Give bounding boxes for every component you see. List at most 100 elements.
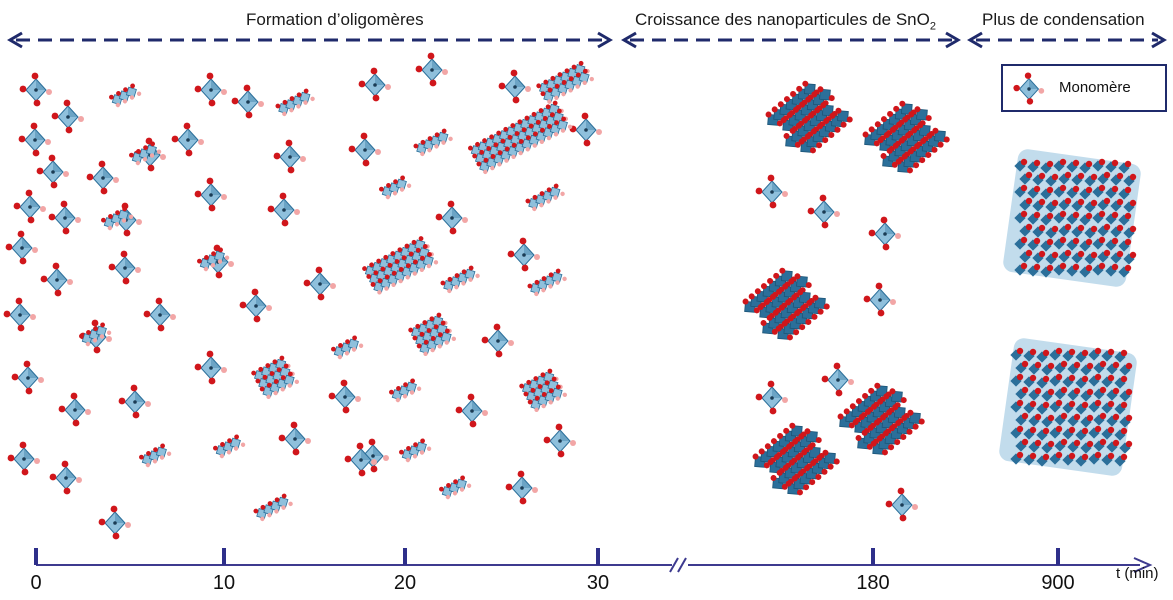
oligomer (79, 322, 112, 347)
oligomer (101, 206, 134, 231)
oligomer (129, 141, 162, 166)
monomer (11, 360, 44, 395)
monomer (481, 323, 514, 358)
monomer (885, 487, 918, 522)
molecule-field (3, 52, 1141, 540)
oligomer (525, 183, 565, 212)
oligomer (253, 493, 293, 522)
monomer (5, 230, 38, 265)
monomer (505, 470, 538, 505)
legend-box: Monomère (1001, 64, 1167, 112)
oligomer-phase-arrow (7, 31, 613, 49)
monomer (36, 154, 69, 189)
monomer (194, 177, 227, 212)
axis-arrowhead (1133, 557, 1153, 573)
time-axis (34, 548, 1153, 573)
condensed-cluster (1003, 149, 1141, 287)
oligomer (362, 236, 439, 295)
oligomer (468, 100, 573, 175)
tick-label-30: 30 (586, 572, 610, 594)
axis-unit-label: t (min) (1116, 565, 1159, 582)
tick-label-900: 900 (1041, 572, 1075, 594)
monomer-legend-glyph (1013, 72, 1045, 105)
monomer (267, 192, 300, 227)
monomer (18, 122, 51, 157)
monomer (231, 84, 264, 119)
oligomer (275, 88, 315, 117)
monomer (278, 421, 311, 456)
monomer (543, 423, 576, 458)
nanoparticle (742, 267, 830, 341)
legend-label: Monomère (1059, 79, 1131, 96)
monomer (118, 384, 151, 419)
monomer (863, 282, 896, 317)
monomer (86, 160, 119, 195)
oligomer (408, 312, 457, 357)
tick-label-0: 0 (30, 572, 42, 594)
monomer (821, 362, 854, 397)
condensation-phase-arrow (967, 31, 1167, 49)
monomer (455, 393, 488, 428)
oligomer (251, 355, 300, 400)
oligomer (379, 175, 412, 200)
axis-break-mark (669, 557, 687, 573)
monomer (108, 250, 141, 285)
monomer (51, 99, 84, 134)
oligomer (399, 438, 432, 463)
phase-label-condensation: Plus de condensation (982, 10, 1145, 29)
monomer (194, 72, 227, 107)
oligomer (109, 83, 142, 108)
monomer (3, 297, 36, 332)
monomer (49, 460, 82, 495)
tick-label-10: 10 (212, 572, 236, 594)
phase-label-nanoparticle-growth: Croissance des nanoparticules de SnO2 (635, 10, 936, 33)
oligomer (197, 247, 230, 272)
condensed-cluster (999, 338, 1137, 476)
nanoparticle (752, 422, 840, 496)
monomer (239, 288, 272, 323)
oligomer (413, 128, 453, 157)
phase-label-oligomers: Formation d’oligomères (246, 10, 424, 29)
monomer (48, 200, 81, 235)
monomer (40, 262, 73, 297)
monomer (143, 297, 176, 332)
monomer (358, 67, 391, 102)
oligomer (536, 60, 594, 104)
monomer (507, 237, 540, 272)
oligomer (519, 368, 568, 413)
monomer (755, 174, 788, 209)
monomer-legend-icon (1013, 72, 1045, 105)
tick-label-20: 20 (393, 572, 417, 594)
oligomer (439, 475, 472, 500)
monomer (7, 441, 40, 476)
monomer (868, 216, 901, 251)
monomer (498, 69, 531, 104)
monomer (171, 122, 204, 157)
oligomer (139, 443, 172, 468)
oligomer (527, 268, 567, 297)
monomer (98, 505, 131, 540)
monomer (348, 132, 381, 167)
monomer (303, 266, 336, 301)
monomer (755, 380, 788, 415)
oligomer (440, 265, 480, 294)
tick-label-180: 180 (856, 572, 890, 594)
monomer (807, 194, 840, 229)
nanoparticle (765, 80, 853, 154)
monomer (273, 139, 306, 174)
nanoparticle (862, 100, 950, 174)
monomer (415, 52, 448, 87)
oligomer (213, 434, 246, 459)
nanoparticle (837, 382, 925, 456)
monomer (435, 200, 468, 235)
oligomer (389, 378, 422, 403)
monomer (58, 392, 91, 427)
monomer (356, 438, 389, 473)
phase-arrows (7, 31, 1167, 49)
monomer (569, 112, 602, 147)
growth-phase-arrow (621, 31, 961, 49)
oligomer (331, 335, 364, 360)
monomer (194, 350, 227, 385)
